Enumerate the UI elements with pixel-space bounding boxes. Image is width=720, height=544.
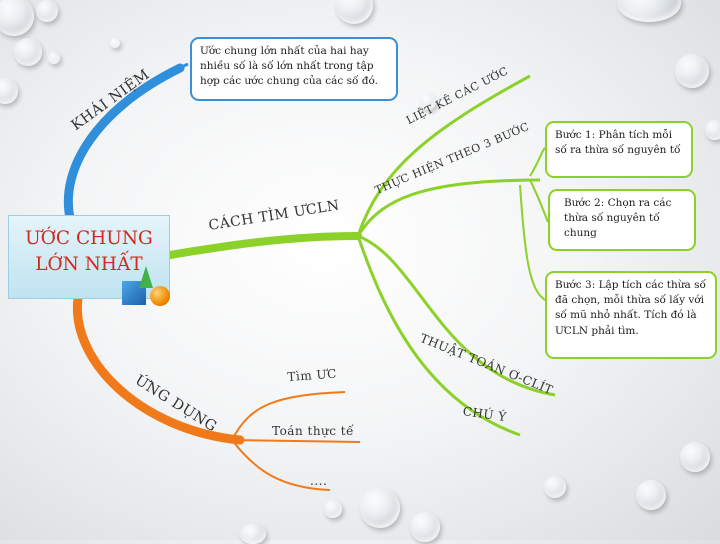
step1-box: Bước 1: Phân tích mỗi số ra thừa số nguy… [545,121,693,178]
apply-item-real-problems: Toán thực tế [272,424,355,438]
water-drop [675,54,709,88]
water-drop [240,524,266,544]
water-drop [36,0,58,22]
concept-definition-box: Ước chung lớn nhất của hai hay nhiều số … [190,37,398,101]
sphere-icon [150,286,170,306]
water-drop [324,500,342,518]
step3-box: Bước 3: Lập tích các thừa số đã chọn, mỗ… [545,271,717,359]
water-drop [410,512,440,542]
water-drop [705,120,720,140]
water-drop [617,0,681,22]
water-drop [110,38,120,48]
water-drop [420,94,436,110]
water-drop [636,480,666,510]
concept-branch-line [63,63,185,223]
apply-branch-line [72,293,245,445]
apply-item-more: .... [310,474,328,488]
water-drop [0,78,18,104]
cone-icon [139,266,153,288]
water-drop [48,52,60,64]
step2-box: Bước 2: Chọn ra các thừa số nguyên tố ch… [548,189,696,251]
water-drop [14,38,42,66]
central-title-line2: LỚN NHẤT [35,253,143,275]
water-drop [544,476,566,498]
water-drop [360,488,400,528]
water-drop [680,442,710,472]
find-branch-line [166,232,362,259]
central-title-line1: ƯỚC CHUNG [25,228,153,249]
